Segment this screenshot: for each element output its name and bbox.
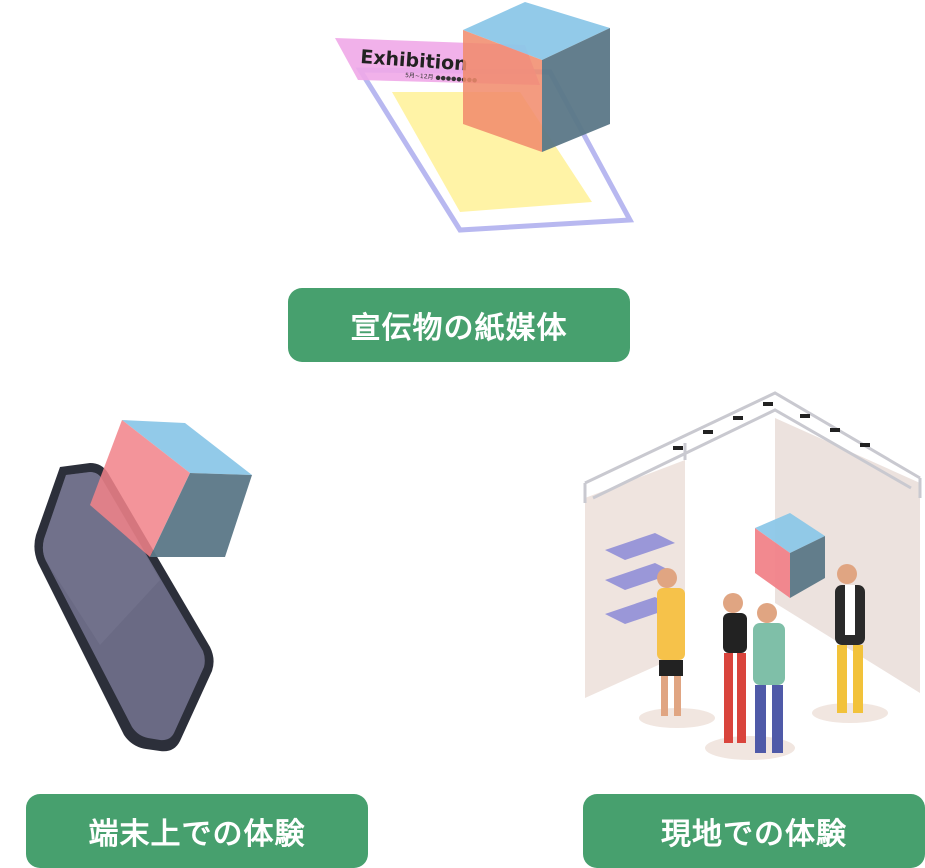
label-onsite: 現地での体験 (583, 794, 925, 868)
person-black-jacket (835, 564, 865, 713)
device-illustration (20, 415, 270, 760)
print-media-illustration: Exhibition 5月~12月 ●●●●●●●● (330, 0, 640, 240)
label-print-media: 宣伝物の紙媒体 (288, 288, 630, 362)
onsite-illustration (583, 388, 925, 773)
cube (755, 513, 825, 598)
booth-wall-center (685, 418, 775, 653)
cube (463, 2, 610, 152)
person-red-pants (723, 593, 747, 743)
label-device: 端末上での体験 (26, 794, 368, 868)
flyer-body (392, 92, 592, 212)
smartphone (34, 463, 214, 752)
person-yellow-shirt (657, 568, 685, 716)
truss (583, 391, 922, 503)
person-teal-shirt (753, 603, 785, 753)
cube (90, 420, 252, 557)
booth-wall-right (775, 418, 920, 693)
spotlights (673, 402, 870, 450)
